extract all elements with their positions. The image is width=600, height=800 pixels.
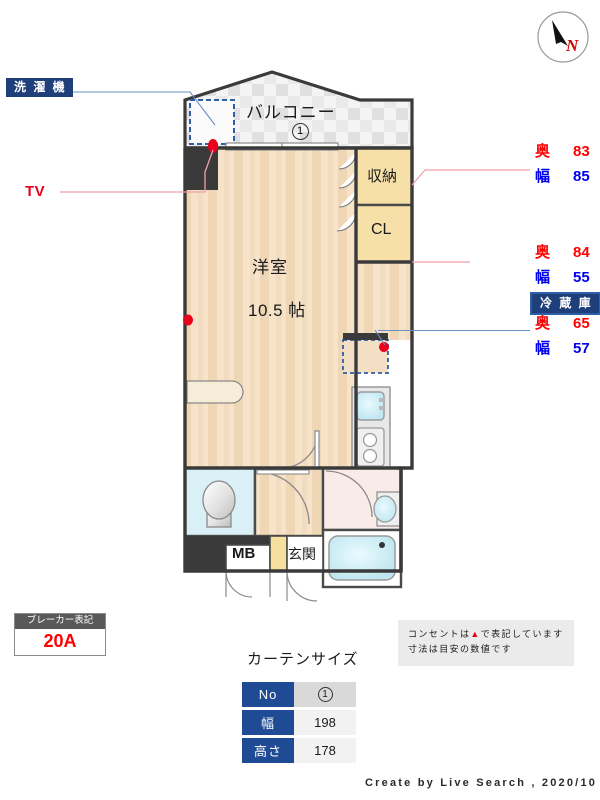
washer-space <box>189 99 235 145</box>
storage-label: 収納 <box>367 168 398 185</box>
entrance-label: 玄関 <box>288 546 316 562</box>
curtain-row-height: 高さ 178 <box>242 738 356 763</box>
fridge-width-row: 幅 57 <box>535 337 590 358</box>
fridge-depth-value: 65 <box>573 315 590 332</box>
leader-lines <box>60 91 530 346</box>
closet-depth-value: 84 <box>573 244 590 261</box>
compass-rose: N <box>534 8 592 71</box>
balcony-label: バルコニー <box>246 103 336 122</box>
curtain-no-key: No <box>242 682 294 707</box>
washer-label-badge: 洗 濯 機 <box>6 78 73 97</box>
fridge-leader-line <box>378 330 530 331</box>
storage-depth-value: 83 <box>573 143 590 160</box>
closet-dimensions: 奥 84 幅 55 <box>535 241 590 287</box>
refrigerator-dimensions: 奥 65 幅 57 <box>535 312 590 358</box>
closet-depth-key: 奥 <box>535 244 551 261</box>
closet-depth-row: 奥 84 <box>535 241 590 262</box>
storage-width-value: 85 <box>573 168 590 185</box>
storage-depth-key: 奥 <box>535 143 551 160</box>
notes-box: コンセントは▲で表記しています 寸法は目安の数値です <box>398 620 574 666</box>
notes-line-outlet: コンセントは▲で表記しています <box>408 627 564 642</box>
storage-width-row: 幅 85 <box>535 165 590 186</box>
kitchen-unit <box>351 386 391 472</box>
compass-north-letter: N <box>565 36 579 55</box>
breaker-title: ブレーカー表記 <box>15 614 105 629</box>
storage-dimensions: 奥 83 幅 85 <box>535 140 590 186</box>
meter-box-label: MB <box>232 545 256 562</box>
closet-width-row: 幅 55 <box>535 266 590 287</box>
curtain-size-table: No 1 幅 198 高さ 178 <box>242 682 356 766</box>
curtain-width-value: 198 <box>294 710 356 735</box>
fridge-depth-row: 奥 65 <box>535 312 590 333</box>
balcony-window-number: 1 <box>288 122 312 140</box>
breaker-box: ブレーカー表記 20A <box>14 613 106 656</box>
fridge-depth-key: 奥 <box>535 315 551 332</box>
main-room-size-label: 10.5 帖 <box>248 301 306 320</box>
notes-line1-after: で表記しています <box>480 629 564 639</box>
curtain-no-value: 1 <box>294 682 356 707</box>
closet-label: CL <box>371 221 392 238</box>
closet-width-key: 幅 <box>535 269 551 286</box>
notes-line1-before: コンセントは <box>408 629 471 639</box>
storage-width-key: 幅 <box>535 168 551 185</box>
fridge-width-value: 57 <box>573 340 590 357</box>
main-room-label: 洋室 <box>252 258 288 277</box>
outlet-markers <box>183 139 389 352</box>
storage-depth-row: 奥 83 <box>535 140 590 161</box>
curtain-no-circle: 1 <box>317 687 333 702</box>
notes-line-dimension: 寸法は目安の数値です <box>408 644 513 655</box>
room-shelf <box>186 380 244 404</box>
refrigerator-label-badge: 冷 蔵 庫 <box>530 292 600 315</box>
fridge-width-key: 幅 <box>535 340 551 357</box>
breaker-value: 20A <box>15 628 105 655</box>
closet-width-value: 55 <box>573 269 590 286</box>
tv-label: TV <box>25 183 46 200</box>
footer-credit: Create by Live Search , 2020/10 <box>365 777 598 789</box>
curtain-height-value: 178 <box>294 738 356 763</box>
curtain-row-width: 幅 198 <box>242 710 356 735</box>
curtain-height-key: 高さ <box>242 738 294 763</box>
outlet-triangle-icon: ▲ <box>470 629 481 639</box>
curtain-width-key: 幅 <box>242 710 294 735</box>
curtain-row-no: No 1 <box>242 682 356 707</box>
lower-rooms <box>183 466 403 602</box>
balcony-window-number-value: 1 <box>291 122 309 140</box>
wall-block <box>185 148 218 190</box>
curtain-size-title: カーテンサイズ <box>247 651 359 668</box>
